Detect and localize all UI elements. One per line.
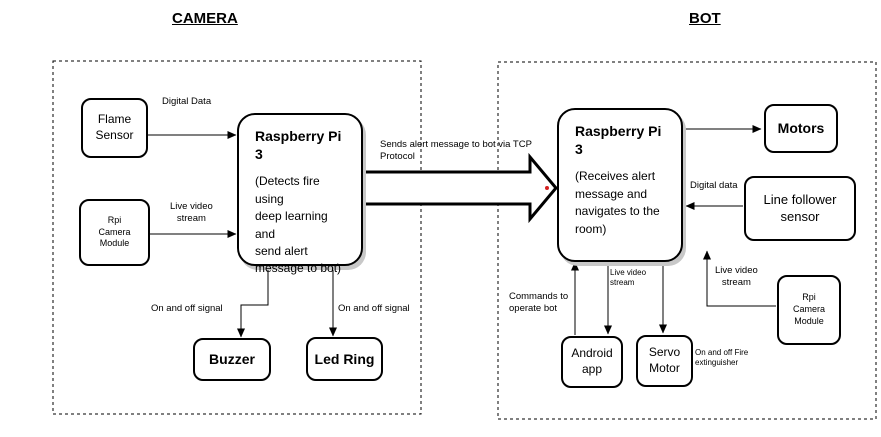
on-off-fire-line1: On and off Fire	[695, 348, 749, 357]
servo-motor-box: Servo Motor	[636, 335, 693, 387]
bot-raspberry-pi-description: (Receives alert message and navigates to…	[575, 168, 660, 238]
camera-pi-desc-line4: message to bot)	[255, 261, 342, 276]
live-video-label-bot-down: Live video stream	[610, 268, 646, 288]
on-off-fire-line2: extinguisher	[695, 358, 739, 367]
camera-pi-desc-line2: deep learning and	[255, 209, 328, 241]
rpi-camera-module-line1: Rpi	[107, 214, 122, 225]
digital-data-label-bot: Digital data	[690, 180, 738, 191]
camera-raspberry-pi-title: Raspberry Pi 3	[255, 128, 342, 163]
buzzer-box: Buzzer	[193, 338, 271, 381]
android-app-box: Android app	[561, 336, 623, 388]
live-video-bot-right-line1: Live video	[715, 265, 758, 276]
bot-pi-desc-line1: (Receives alert	[575, 169, 656, 184]
servo-motor-label-line1: Servo	[648, 345, 681, 360]
bot-rpi-camera-module-line2: Camera	[792, 304, 825, 315]
bot-rpi-camera-module-line1: Rpi	[802, 292, 816, 303]
live-video-camera-line1: Live video	[170, 201, 213, 212]
bot-camera-module-to-pi-arrow	[703, 250, 776, 307]
servo-motor-label-line2: Motor	[649, 361, 680, 375]
on-off-fire-extinguisher-label: On and off Fire extinguisher	[695, 348, 748, 368]
motors-label: Motors	[777, 120, 825, 137]
live-video-bot-down-line1: Live video	[610, 268, 647, 277]
flame-sensor-label-line1: Flame	[97, 112, 132, 127]
led-ring-box: Led Ring	[306, 337, 383, 381]
on-off-signal-led-label: On and off signal	[338, 303, 410, 314]
line-follower-sensor-box: Line follower sensor	[744, 176, 856, 241]
commands-label: Commands to operate bot	[509, 291, 568, 315]
android-app-label-line2: app	[581, 362, 603, 376]
bot-raspberry-pi-box: Raspberry Pi 3 (Receives alert message a…	[557, 108, 683, 262]
flame-sensor-box: Flame Sensor	[81, 98, 148, 158]
bot-pi-desc-line4: room)	[575, 221, 607, 236]
camera-pi-desc-line1: (Detects fire using	[255, 174, 320, 206]
bot-pi-desc-line3: navigates to the	[575, 204, 660, 219]
camera-section-title: CAMERA	[172, 10, 238, 27]
line-follower-label-line2: sensor	[780, 208, 820, 224]
live-video-label-bot-right: Live video stream	[715, 265, 758, 289]
commands-line2: operate bot	[509, 302, 558, 314]
red-dot-marker	[545, 186, 549, 190]
camera-pi-desc-line3: send alert	[255, 243, 308, 258]
android-app-label-line1: Android	[571, 346, 613, 361]
live-video-camera-line2: stream	[176, 212, 206, 224]
bot-raspberry-pi-title: Raspberry Pi 3	[575, 123, 662, 158]
line-follower-label-line1: Line follower	[763, 191, 837, 207]
camera-raspberry-pi-box: Raspberry Pi 3 (Detects fire using deep …	[237, 113, 363, 275]
sends-alert-label: Sends alert message to bot via TCP Proto…	[380, 139, 532, 163]
live-video-label-camera: Live video stream	[170, 201, 213, 225]
sends-alert-line2: Protocol	[380, 150, 415, 162]
rpi-camera-module-line3: Module	[99, 238, 130, 249]
bot-rpi-camera-module-box: Rpi Camera Module	[777, 275, 841, 345]
digital-data-label-camera: Digital Data	[162, 96, 212, 107]
led-ring-label: Led Ring	[314, 350, 375, 367]
motors-box: Motors	[764, 104, 838, 153]
camera-raspberry-pi-description: (Detects fire using deep learning and se…	[255, 173, 351, 277]
commands-line1: Commands to	[509, 291, 569, 302]
buzzer-label: Buzzer	[209, 351, 255, 368]
live-video-bot-right-line2: stream	[721, 276, 751, 288]
sends-alert-line1: Sends alert message to bot via TCP	[380, 139, 532, 150]
on-off-signal-buzzer-label: On and off signal	[151, 303, 223, 314]
bot-rpi-camera-module-line3: Module	[794, 315, 824, 326]
rpi-camera-module-line2: Camera	[98, 226, 131, 237]
live-video-bot-down-line2: stream	[610, 278, 635, 287]
bot-section-frame	[497, 61, 877, 420]
tcp-block-arrow	[361, 152, 558, 224]
pi-to-buzzer-arrow	[237, 266, 269, 338]
bot-section-title: BOT	[689, 10, 721, 27]
flame-sensor-label-line2: Sensor	[95, 128, 134, 142]
rpi-camera-module-box: Rpi Camera Module	[79, 199, 150, 266]
bot-pi-desc-line2: message and	[575, 186, 648, 201]
